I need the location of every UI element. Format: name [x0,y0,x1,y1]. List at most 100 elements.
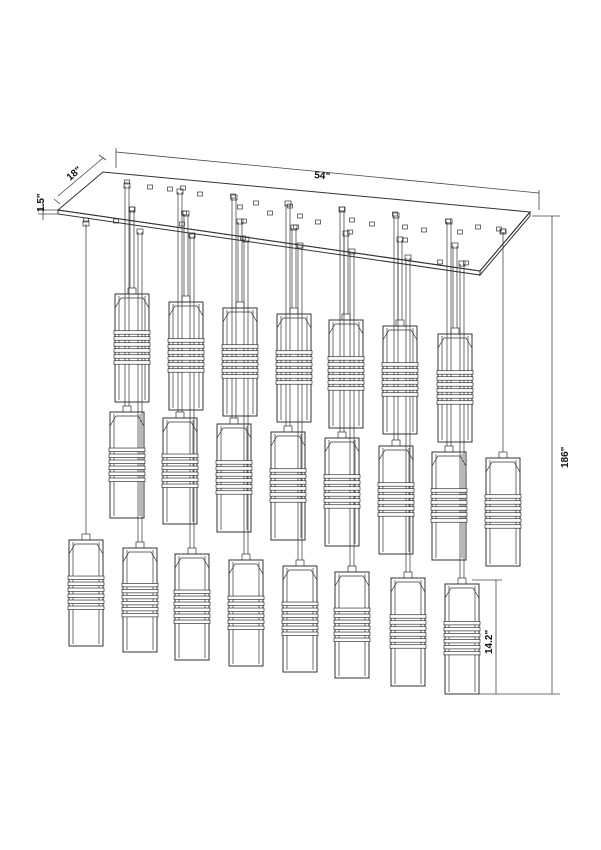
shade-band [430,500,468,505]
shade-band [275,350,313,355]
cord-grip [182,210,190,217]
shade-band [161,459,199,464]
shade-band [281,631,319,636]
shade-top-detail [222,311,258,323]
shade-band [173,613,211,618]
canopy-port [253,200,259,206]
canopy-port [475,224,481,230]
cord-grip [82,220,90,227]
canopy-port [402,224,408,230]
pendant-shade [328,319,364,429]
pendant-shade [162,417,198,525]
shade-band [215,478,253,483]
pendant [281,242,319,673]
shade-band [269,474,307,479]
shade-band [221,368,259,373]
shade-band [221,362,259,367]
shade-band [436,394,474,399]
shade-band [121,595,159,600]
pendant [275,224,313,423]
shade-band [275,368,313,373]
shade-band [484,518,522,523]
shade-top-detail [485,461,521,473]
shade-band [443,621,481,626]
socket-cap [295,559,305,567]
shade-band [484,506,522,511]
shade-band [436,382,474,387]
shade-band [377,488,415,493]
shade-band [167,350,205,355]
socket-cap [444,445,454,453]
canopy-port [297,213,303,219]
shade-band [108,447,146,452]
shade-top-detail [168,305,204,317]
shade-band [281,625,319,630]
cord-grip [396,236,404,243]
shade-band [389,638,427,643]
shade-band [108,471,146,476]
socket-cap [347,565,357,573]
shade-band [269,486,307,491]
pendant [389,254,427,687]
shade-band [173,589,211,594]
socket-cap [341,313,351,321]
shade-band [108,453,146,458]
shade-band [281,607,319,612]
shade-band [121,583,159,588]
shade-band [381,362,419,367]
pendant-shade [216,423,252,533]
shade-band [227,607,265,612]
pendant [381,236,419,435]
socket-cap [135,541,145,549]
canopy-port [349,217,355,223]
canopy-port [167,186,173,192]
shade-band [381,374,419,379]
shade-band [215,460,253,465]
dimension-lines [38,148,560,695]
pendant [484,228,522,567]
shade-band [443,645,481,650]
shade-band [161,477,199,482]
depth-label: 18" [65,165,84,184]
pendant [436,242,474,443]
pendant-shade [444,583,480,695]
pendant [221,218,259,417]
canopy-port [369,221,375,227]
shade-top-detail [122,551,158,563]
shade-band [377,512,415,517]
shade-top-detail [162,421,198,433]
pendant [108,182,146,519]
shade-band [167,368,205,373]
cord-grip [230,194,238,201]
shade-top-detail [390,581,426,593]
length-label: 54" [314,170,331,182]
shade-band [173,619,211,624]
shade-band [323,504,361,509]
shade-band [377,500,415,505]
canopy-port [230,193,236,199]
shade-band [227,625,265,630]
shade-band [430,494,468,499]
socket-cap [229,417,239,425]
socket-cap [187,547,197,555]
shade-top-detail [444,587,480,599]
shade-band [121,601,159,606]
canopy-height-label: 1.5" [36,193,47,212]
shade-band [484,524,522,529]
pendant [67,220,105,647]
socket-cap [337,431,347,439]
cord-grip [236,218,244,225]
shade-band [113,336,151,341]
canopy-port [392,211,398,217]
shade-band [167,362,205,367]
shade-band [327,386,365,391]
shade-band [161,465,199,470]
canopy-port [437,259,443,265]
shade-band [108,459,146,464]
canopy-port [83,217,89,223]
shade-band [269,468,307,473]
shade-top-detail [174,557,210,569]
shade-band [221,374,259,379]
shade-band [215,466,253,471]
shade-band [323,498,361,503]
